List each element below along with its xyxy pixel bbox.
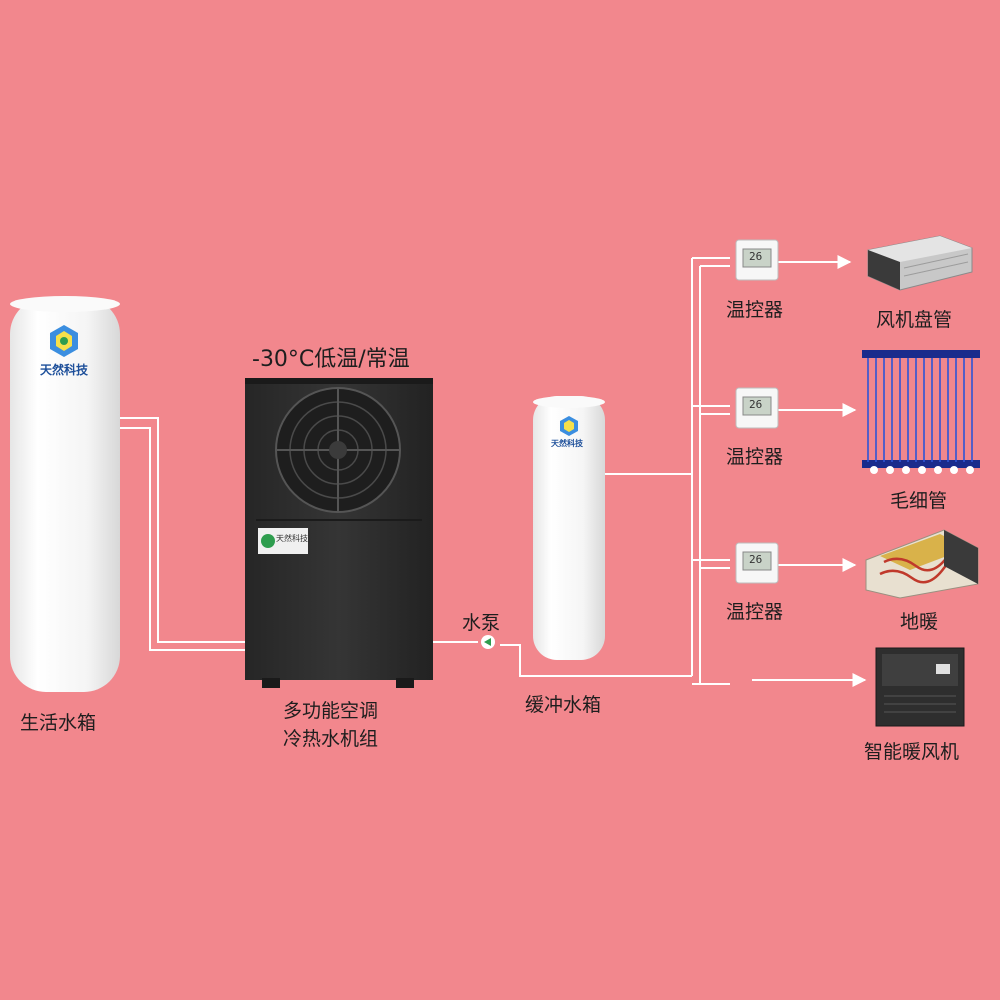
fan-grille-icon xyxy=(275,387,401,513)
thermostat-label: 温控器 xyxy=(726,446,784,468)
terminal-label-fan-coil: 风机盘管 xyxy=(876,309,953,331)
buffer-tank-logo-text: 天然科技 xyxy=(551,439,583,448)
thermostat-label: 温控器 xyxy=(726,601,784,623)
thermostat-icon xyxy=(735,239,779,281)
water-pump-icon xyxy=(481,635,495,649)
heat-pump-name-line1: 多功能空调 xyxy=(283,700,379,722)
terminal-label-heater: 智能暖风机 xyxy=(864,741,960,763)
thermostat-icon xyxy=(735,542,779,584)
terminal-label-capillary: 毛细管 xyxy=(890,490,948,512)
heater-icon xyxy=(875,647,965,727)
thermostat-icon xyxy=(735,387,779,429)
heat-pump-name-line2: 冷热水机组 xyxy=(283,728,379,750)
pipes xyxy=(118,255,867,687)
buffer-water-tank xyxy=(533,396,605,660)
living-tank-label: 生活水箱 xyxy=(20,712,97,734)
brand-logo-icon xyxy=(50,325,78,357)
heat-pump-badge-text: 天然科技 xyxy=(276,534,308,543)
living-tank-logo-text: 天然科技 xyxy=(40,363,89,377)
capillary-mat-icon xyxy=(862,350,980,474)
thermostat-display: 26 xyxy=(749,398,763,411)
thermostat-label: 温控器 xyxy=(726,299,784,321)
fan-coil-icon xyxy=(867,235,973,291)
pump-label: 水泵 xyxy=(462,612,501,634)
heat-pump-header: -30°C低温/常温 xyxy=(252,347,410,372)
living-water-tank xyxy=(10,296,120,692)
thermostat-display: 26 xyxy=(749,250,763,263)
brand-logo-icon xyxy=(560,416,578,436)
thermostat-display: 26 xyxy=(749,553,763,566)
terminal-label-floor-heating: 地暖 xyxy=(900,611,939,633)
floor-heating-icon xyxy=(865,529,979,599)
buffer-tank-label: 缓冲水箱 xyxy=(525,694,602,716)
heat-pump-unit xyxy=(245,378,433,688)
